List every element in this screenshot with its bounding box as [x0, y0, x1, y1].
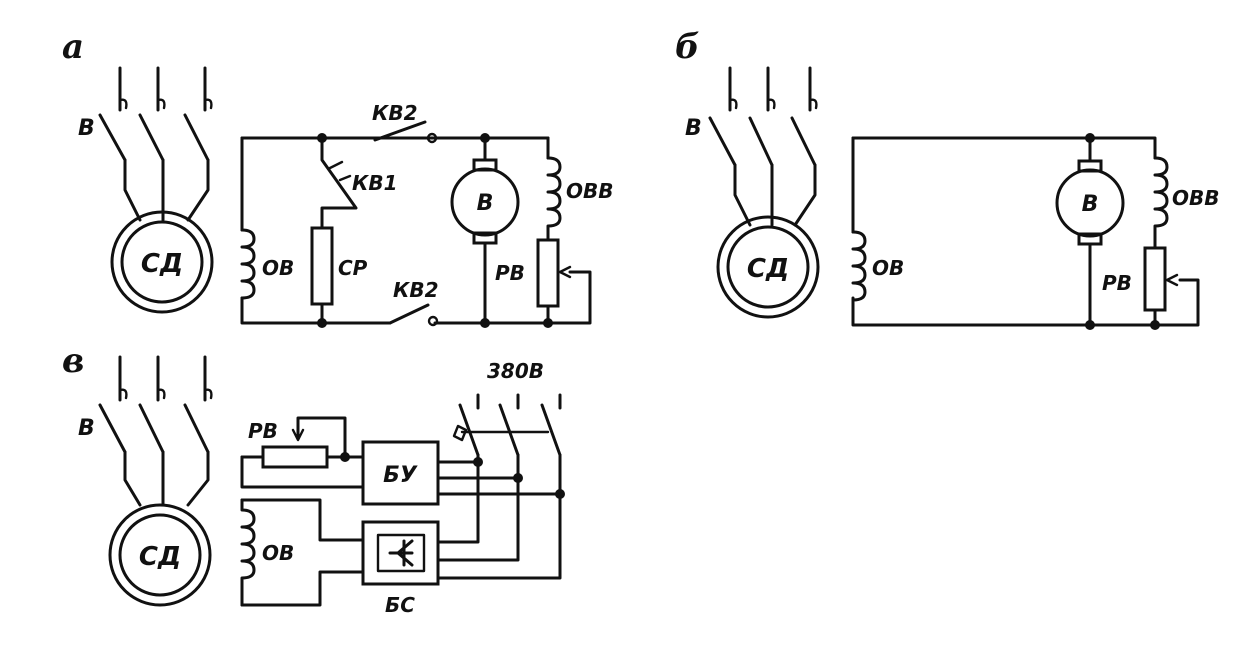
panel-a-letter: а — [62, 27, 84, 67]
panel-a-exciter-field-label: ОВВ — [566, 179, 614, 203]
panel-b-switch — [708, 66, 818, 227]
panel-c-switch-label: В — [78, 416, 95, 441]
panel-b-exciter-field-label: ОВВ — [1172, 186, 1220, 210]
panel-a-kv2-bottom-contact — [388, 303, 430, 325]
panel-c-field-winding-label: ОВ — [262, 541, 294, 565]
panel-b-exciter-field — [1153, 156, 1169, 250]
panel-b-switch-label: В — [685, 116, 702, 141]
panel-c-supply-label: 380В — [487, 359, 544, 383]
panel-a-switch — [98, 66, 213, 222]
panel-a-exciter-label: В — [477, 191, 494, 216]
panel-b-exciter-label: В — [1082, 192, 1099, 217]
panel-b-field-winding-label: ОВ — [872, 256, 904, 280]
panel-b-rheostat-label: РВ — [1102, 271, 1132, 295]
panel-a-switch-label: В — [78, 116, 95, 141]
panel-b-motor — [716, 215, 820, 319]
panel-b: б В СД ОВ В ОВВ РВ — [675, 27, 1220, 330]
panel-b-exciter — [1055, 168, 1125, 238]
panel-a-resistor-label: СР — [338, 256, 368, 280]
panel-c-switch — [98, 355, 213, 507]
panel-c-letter: в — [62, 341, 84, 381]
panel-a-motor — [110, 210, 214, 314]
panel-c-rheostat-label: РВ — [248, 419, 278, 443]
panel-c-control-block-label: БУ — [383, 463, 418, 488]
panel-a-exciter — [450, 167, 520, 237]
panel-b-letter: б — [675, 27, 700, 67]
panel-b-motor-label: СД — [747, 254, 789, 284]
panel-c-rheostat — [261, 445, 329, 469]
panel-b-rheostat — [1143, 246, 1167, 312]
panel-a-kv1-label: КВ1 — [352, 171, 398, 195]
panel-a-kv2-top-label: КВ2 — [372, 101, 418, 125]
panel-a-kv2-bottom-label: КВ2 — [393, 278, 439, 302]
panel-c-field-winding — [240, 498, 256, 607]
panel-c: в В СД РВ БУ ОВ БС — [62, 341, 565, 617]
panel-a-rheostat — [536, 238, 560, 308]
panel-a: а В СД ОВ КВ1 СР КВ2 — [62, 27, 614, 328]
panel-b-field-winding — [851, 230, 867, 302]
panel-a-rheostat-label: РВ — [495, 261, 525, 285]
panel-a-exciter-field — [546, 156, 562, 242]
panel-c-motor — [108, 503, 212, 607]
panel-a-resistor — [310, 226, 334, 306]
panel-a-motor-label: СД — [141, 249, 183, 279]
panel-a-field-winding — [240, 228, 256, 300]
panel-c-rectifier-block-label: БС — [385, 593, 415, 617]
panel-a-field-winding-label: ОВ — [262, 256, 294, 280]
panel-c-motor-label: СД — [139, 542, 181, 572]
panel-a-kv2-top-contact — [373, 120, 427, 142]
panel-c-control-block — [361, 440, 440, 506]
